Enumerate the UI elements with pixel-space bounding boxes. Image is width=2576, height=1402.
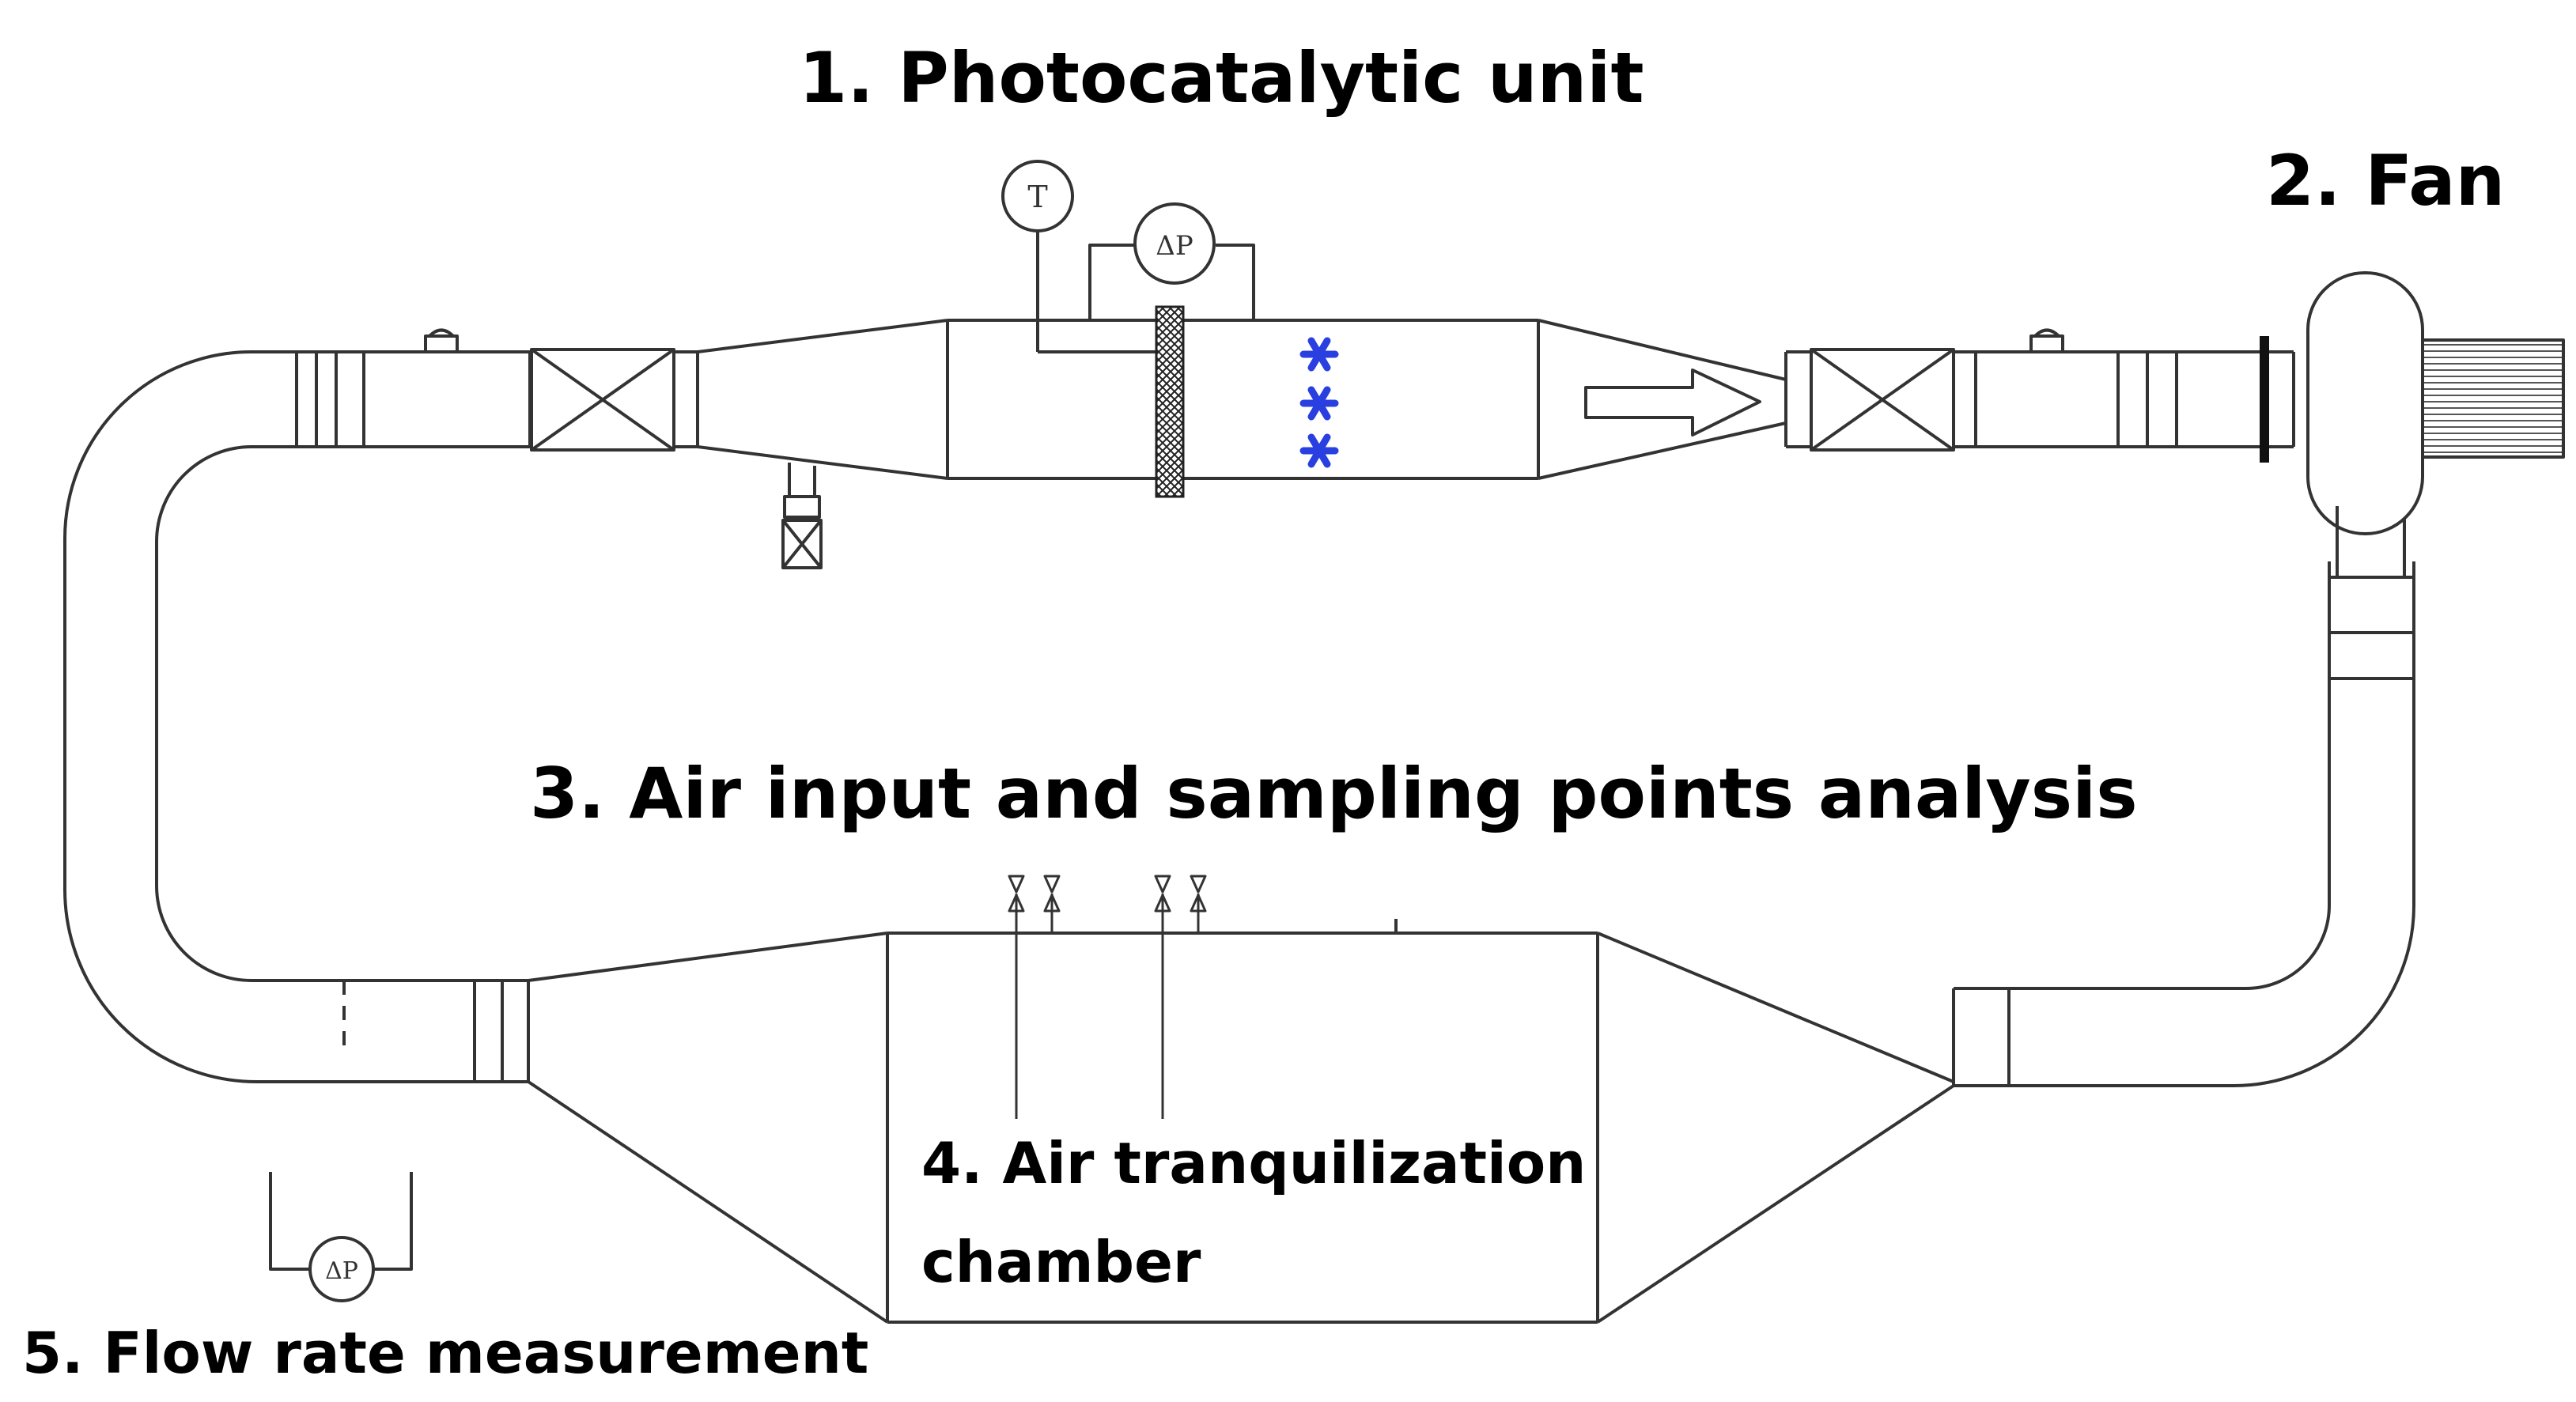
left-return-bend — [63, 350, 475, 1083]
tranquilization-chamber — [527, 919, 2010, 1324]
label-chamber-line1: 4. Air tranquilization — [921, 1130, 1587, 1196]
damper-left — [528, 348, 699, 452]
drain-valve — [781, 463, 823, 569]
temperature-gauge-label: T — [1027, 180, 1047, 214]
temperature-probe-line — [1036, 229, 1156, 353]
label-air-input-sampling: 3. Air input and sampling points analysi… — [530, 753, 2138, 834]
label-fan: 2. Fan — [2266, 140, 2506, 221]
pressure-gauge-bottom-label: ΔP — [325, 1257, 358, 1285]
photocatalytic-unit-body — [946, 319, 1540, 480]
catalyst-mesh-filter — [1155, 305, 1185, 498]
temperature-gauge: T — [1001, 160, 1074, 232]
sampling-probes — [1008, 875, 1207, 1119]
pressure-taps-top — [1088, 244, 1255, 320]
outlet-contraction — [1538, 319, 1787, 480]
bottom-pipe-left — [257, 979, 530, 1271]
damper-right — [1784, 348, 1955, 452]
fan-housing — [2306, 271, 2565, 577]
pressure-gauge-bottom: ΔP — [308, 1236, 375, 1302]
uv-lamps — [1299, 337, 1339, 468]
right-descending-pipe — [2328, 561, 2415, 905]
top-pipe-left — [252, 328, 530, 448]
pressure-gauge-top-label: ΔP — [1156, 230, 1193, 262]
flow-direction-arrow — [1584, 368, 1761, 436]
label-chamber-line2: chamber — [921, 1229, 1201, 1295]
label-flow-rate: 5. Flow rate measurement — [22, 1320, 869, 1386]
right-return-bend — [1954, 905, 2415, 1087]
top-pipe-right — [1954, 328, 2295, 448]
label-photocatalytic-unit: 1. Photocatalytic unit — [799, 37, 1644, 119]
inlet-diffuser — [697, 319, 948, 480]
pressure-gauge-top: ΔP — [1133, 202, 1216, 285]
